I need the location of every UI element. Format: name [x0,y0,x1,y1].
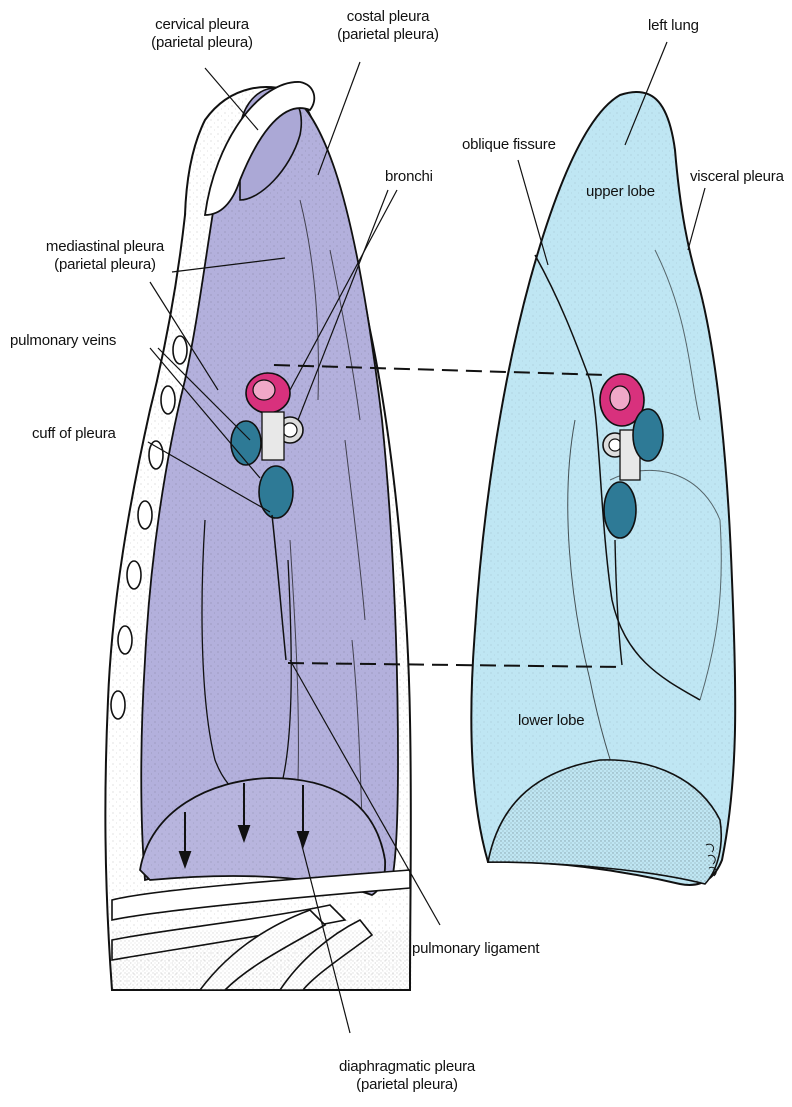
label-pulmonary-veins: pulmonary veins [10,332,116,350]
label-mediastinal-pleura: mediastinal pleura (parietal pleura) [30,238,180,274]
lung-pulmonary-vein-upper [633,409,663,461]
label-bronchi: bronchi [385,168,433,186]
parietal-pleura-figure [105,82,412,990]
label-costal-pleura-line2: (parietal pleura) [318,26,458,44]
lung-figure [471,92,735,885]
label-costal-pleura: costal pleura (parietal pleura) [318,8,458,44]
label-mediastinal-pleura-line1: mediastinal pleura [30,238,180,256]
label-diaphragmatic-pleura-line2: (parietal pleura) [322,1076,492,1094]
label-left-lung: left lung [648,17,699,35]
pulmonary-vein-upper [231,421,261,465]
label-upper-lobe: upper lobe [586,183,655,201]
label-pulmonary-ligament: pulmonary ligament [412,940,539,958]
label-diaphragmatic-pleura: diaphragmatic pleura (parietal pleura) [322,1058,492,1094]
label-visceral-pleura: visceral pleura [690,168,784,186]
label-cervical-pleura-line1: cervical pleura [132,16,272,34]
label-costal-pleura-line1: costal pleura [318,8,458,26]
label-oblique-fissure: oblique fissure [462,136,556,154]
label-cuff-of-pleura: cuff of pleura [32,425,116,443]
label-lower-lobe: lower lobe [518,712,584,730]
label-diaphragmatic-pleura-line1: diaphragmatic pleura [322,1058,492,1076]
label-cervical-pleura: cervical pleura (parietal pleura) [132,16,272,52]
label-mediastinal-pleura-line2: (parietal pleura) [30,256,180,274]
lung-pulmonary-vein-lower [604,482,636,538]
pulmonary-vein-lower [259,466,293,518]
label-cervical-pleura-line2: (parietal pleura) [132,34,272,52]
